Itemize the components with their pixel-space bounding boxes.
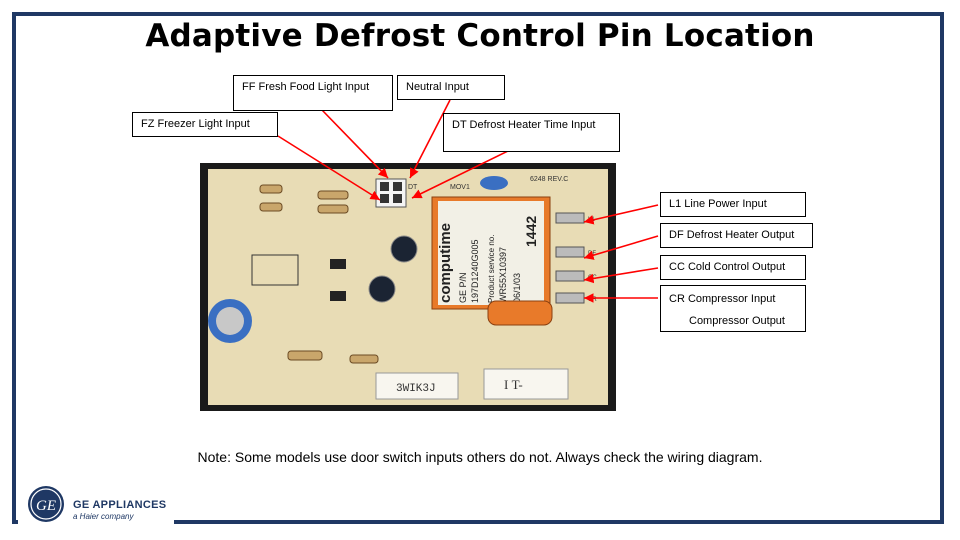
callout-cc-text: CC Cold Control Output (669, 261, 786, 273)
relay-service-number: WR55X10397 (498, 247, 508, 303)
callout-ff: FF Fresh Food Light Input (233, 75, 393, 111)
callout-dt-text: DT Defrost Heater Time Input (452, 119, 596, 131)
callout-df: DF Defrost Heater Output (660, 223, 813, 248)
dt-pin-label: DT (408, 184, 418, 191)
transistor (330, 291, 346, 301)
fz-arrow (277, 135, 381, 201)
cc-arrow (583, 267, 659, 284)
callout-neutral-text: Neutral Input (406, 81, 469, 93)
resistors (259, 184, 379, 364)
wiring-note: Note: Some models use door switch inputs… (197, 449, 763, 465)
capacitors (208, 235, 418, 343)
logo-brand: GE APPLIANCES (73, 499, 167, 511)
callout-df-text: DF Defrost Heater Output (669, 229, 795, 241)
callout-fz: FZ Freezer Light Input (132, 112, 278, 137)
mov-capacitor (480, 176, 508, 190)
ic-outline (251, 254, 299, 286)
control-board-image: MOV1 6248 REV.C DT computime GE P/N 197D… (200, 163, 616, 411)
logo-tagline: a Haier company (73, 512, 134, 521)
transistor (330, 259, 346, 269)
output-terminals (555, 212, 585, 304)
callout-cr: CR Compressor Input Compressor Output (660, 285, 806, 332)
relay-part-number: 197D1240G005 (470, 239, 480, 303)
relay-brand: computime (437, 223, 454, 303)
relay-part-label: GE P/N (458, 272, 468, 303)
df-arrow (583, 235, 659, 260)
rev-label: 6248 REV.C (530, 176, 568, 183)
mov-label: MOV1 (450, 184, 470, 191)
callout-cr-line1: CR Compressor Input (669, 293, 776, 305)
dt-arrow (411, 149, 511, 199)
callout-dt: DT Defrost Heater Time Input (443, 113, 620, 152)
callout-cr-line2: Compressor Output (689, 315, 785, 327)
relay-date: 06/1/03 (512, 273, 522, 303)
callout-ff-text: FF Fresh Food Light Input (242, 81, 370, 93)
callout-cc: CC Cold Control Output (660, 255, 806, 280)
l1-arrow (583, 204, 659, 225)
callout-l1-text: L1 Line Power Input (669, 198, 767, 210)
callout-l1: L1 Line Power Input (660, 192, 806, 217)
ge-monogram-text: GE (36, 498, 56, 514)
stickers: 3WIK3J I T- (375, 368, 569, 400)
pin-connector (375, 178, 407, 208)
callout-fz-text: FZ Freezer Light Input (141, 118, 250, 130)
page-title: Adaptive Defrost Control Pin Location (145, 18, 815, 54)
ge-appliances-logo: GE GE APPLIANCES a Haier company (18, 484, 174, 524)
sticker-code: 3WIK3J (396, 383, 436, 395)
relay-service-label: Product service no. (487, 235, 496, 303)
ge-monogram-icon: GE (28, 486, 64, 522)
ff-arrow (321, 109, 389, 179)
callout-neutral: Neutral Input (397, 75, 505, 100)
relay: computime GE P/N 197D1240G005 Product se… (431, 196, 553, 326)
relay-label: 1442 (523, 216, 539, 247)
sticker-handwritten: I T- (504, 377, 523, 392)
